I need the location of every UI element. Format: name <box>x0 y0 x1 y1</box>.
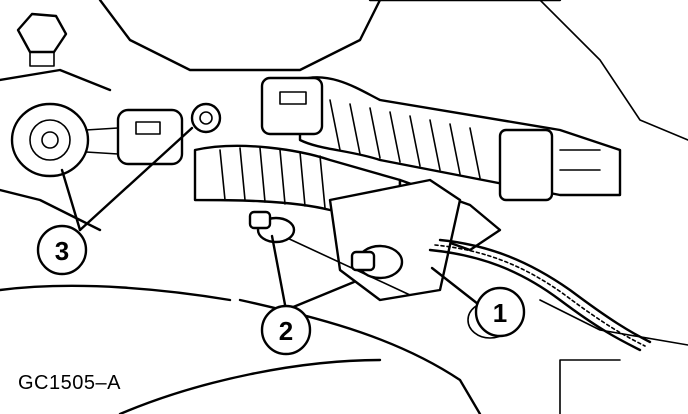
callout-3-label: 3 <box>55 236 69 266</box>
upper-cable <box>260 76 622 202</box>
callout-2: 2 <box>260 304 312 356</box>
callout-3: 3 <box>36 224 88 276</box>
cable-end-right <box>190 102 222 134</box>
cable-end-left <box>10 102 119 178</box>
callout-leaders <box>60 126 480 312</box>
wire-harness <box>428 238 652 352</box>
callout-1: 1 <box>474 286 526 338</box>
bracket-nut-right <box>350 244 404 280</box>
bracket-nut-left <box>248 210 296 244</box>
bolt-head <box>16 12 68 67</box>
figure-id: GC1505–A <box>18 372 121 394</box>
callout-1-label: 1 <box>493 298 507 328</box>
callout-2-label: 2 <box>279 316 293 346</box>
